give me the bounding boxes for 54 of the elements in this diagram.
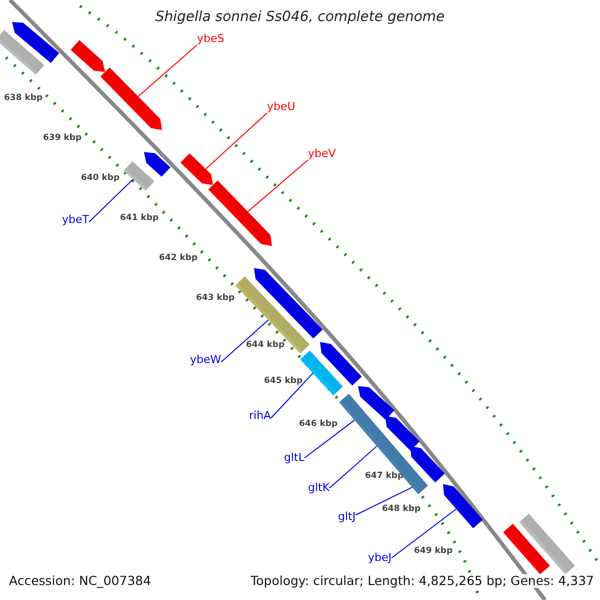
gene-label: ybeW xyxy=(190,354,222,367)
tick-label: 641 kbp xyxy=(120,214,159,224)
gene-feature xyxy=(100,67,162,130)
gene-feature xyxy=(208,180,272,246)
tick-label: 638 kbp xyxy=(4,94,43,104)
gene-feature xyxy=(70,40,105,72)
gene-bar xyxy=(503,524,550,574)
tick-label: 645 kbp xyxy=(264,377,303,387)
gene-feature xyxy=(385,416,420,451)
gene-label: ybeU xyxy=(267,101,296,114)
gene-label: ybeT xyxy=(62,214,89,227)
gene-label: gltK xyxy=(308,482,330,495)
gene-feature xyxy=(12,22,60,63)
tick-label: 640 kbp xyxy=(81,174,120,184)
leader-line xyxy=(88,178,134,222)
gene-feature xyxy=(144,152,170,177)
leader-line xyxy=(270,372,314,418)
leader-line xyxy=(391,508,457,558)
tick-label: 644 kbp xyxy=(246,341,285,351)
tick-label: 646 kbp xyxy=(299,420,338,430)
leader-line xyxy=(247,160,308,212)
gene-feature xyxy=(358,386,394,420)
tick-label: 649 kbp xyxy=(414,547,453,557)
gene-label: gltL xyxy=(284,452,304,465)
accession-text: Accession: NC_007384 xyxy=(9,574,152,588)
leader-line xyxy=(304,420,355,458)
tick-label: 643 kbp xyxy=(196,294,235,304)
gene-feature xyxy=(410,446,445,482)
tick-label: 639 kbp xyxy=(43,134,82,144)
leader-line xyxy=(205,112,268,170)
gene-label: rihA xyxy=(249,410,272,423)
genome-info-text: Topology: circular; Length: 4,825,265 bp; Genes: 4,337 xyxy=(250,574,594,588)
title: Shigella sonnei Ss046, complete genome xyxy=(154,9,446,26)
leader-line xyxy=(355,486,413,516)
gene-bar xyxy=(124,161,154,191)
tick-label: 642 kbp xyxy=(159,254,198,264)
gene-bar xyxy=(235,276,310,354)
leader-line xyxy=(220,320,269,362)
gene-label: gltJ xyxy=(338,511,356,524)
gene-bar xyxy=(365,424,401,463)
gene-label: ybeS xyxy=(197,33,224,46)
gene-feature xyxy=(443,484,483,528)
gene-label: ybeJ xyxy=(368,552,392,565)
tick-label: 647 kbp xyxy=(365,472,404,482)
leader-line xyxy=(329,446,378,488)
gene-feature xyxy=(320,342,362,386)
leader-line xyxy=(138,44,198,97)
gene-bar xyxy=(339,394,375,433)
gene-feature xyxy=(180,153,213,185)
gene-bar xyxy=(519,514,575,574)
gene-feature xyxy=(254,268,323,339)
gene-bar xyxy=(0,30,44,75)
tick-label: 648 kbp xyxy=(382,505,421,515)
gene-label: ybeV xyxy=(308,148,336,161)
